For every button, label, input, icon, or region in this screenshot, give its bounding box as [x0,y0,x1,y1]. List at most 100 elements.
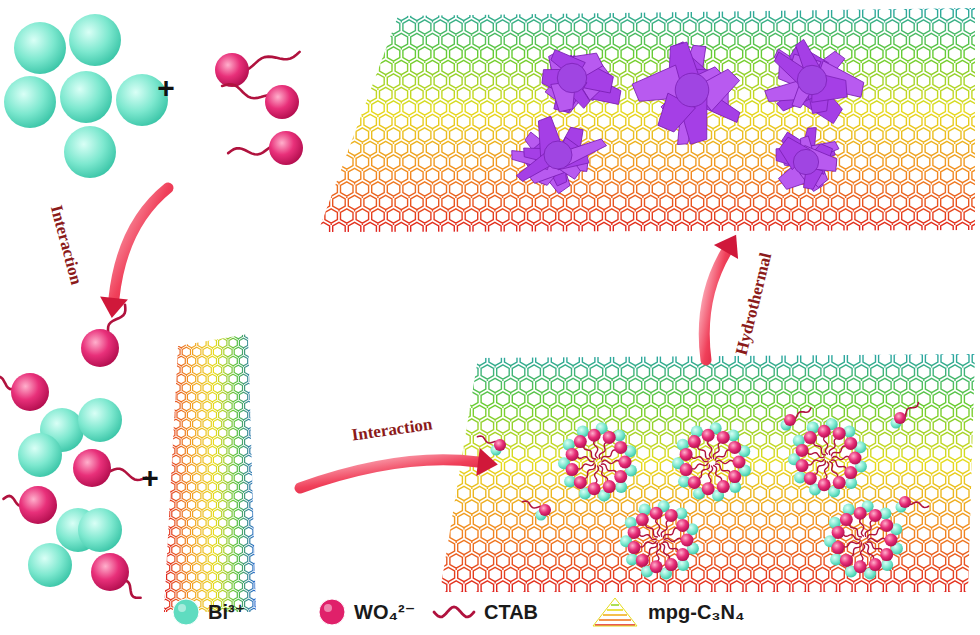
tungstate-ion [269,131,303,165]
tungstate-ion [676,548,689,561]
legend-triangle [593,598,637,626]
tungstate-ion [539,504,551,516]
legend-stripe [607,609,623,611]
tungstate-ion [894,412,906,424]
process-arrow [704,235,738,360]
ctab-tail [867,528,882,538]
tungstate-ion [681,534,694,547]
ctab-tail [715,464,730,474]
tungstate-ion [804,431,817,444]
tungstate-ion [665,558,678,571]
ctab-tail [584,465,596,479]
ctab-tail [814,441,826,455]
tungstate-ion [733,456,746,469]
c3n4-sheet-bottom [419,338,980,635]
tungstate-ion [702,482,715,495]
tungstate-ion [566,463,579,476]
flower-core [544,141,572,169]
bi-wo4-ctab-complex [0,305,146,598]
tungstate-ion [619,456,632,469]
ctab-tail [843,541,860,547]
legend-highlight [178,604,186,612]
legend-text: CTAB [484,601,538,624]
bi-ion [64,126,116,178]
tungstate-ion [717,480,730,493]
tungstate-ion [849,452,862,465]
legend-text: Bi³⁺ [208,600,245,624]
step-label-text: Interaction [350,414,433,444]
tungstate-ion [688,435,701,448]
flower-core [675,73,709,107]
flower-core [797,65,826,94]
tungstate-ion [494,439,506,451]
ctab-tail [601,450,616,460]
tungstate-ion [650,560,663,573]
tungstate-ion [81,329,119,367]
legend-text: WO₄²⁻ [354,600,415,624]
heptazine-network [419,338,980,635]
tungstate-ion [804,472,817,485]
tungstate-ion [840,554,853,567]
legend-highlight [324,604,332,612]
legend-entry: mpg-C₃N₄ [590,596,745,628]
tungstate-ion [880,548,893,561]
step-label-text: Interaction [47,203,86,286]
bi-ion [69,14,121,66]
bi-ion [28,543,72,587]
legend-stripe [611,604,619,606]
tungstate-ion [680,463,693,476]
ctab-tail [716,460,734,463]
bi-ion [78,398,122,442]
tungstate-ion [676,519,689,532]
tungstate-ion [833,427,846,440]
flower-core [557,63,586,92]
tungstate-ion [796,444,809,457]
bi2wo6-flower [510,115,608,196]
ctab-tail [594,440,598,458]
ctab-tail [434,607,474,617]
ctab-tail [656,518,660,536]
tungstate-ion [680,448,693,461]
tungstate-ion [844,437,857,450]
legend-entry: WO₄²⁻ [318,596,415,628]
ctab-tail [662,544,670,560]
bi2wo6-flower [764,38,868,128]
tungstate-ion [19,486,57,524]
ctab-tail [824,436,828,454]
tungstate-ion [854,560,867,573]
ctab-tail [850,543,862,557]
tungstate-ion [728,470,741,483]
tungstate-ion [628,526,641,539]
tungstate-ion [574,435,587,448]
ctab-tail [867,542,882,552]
tungstate-ion [869,558,882,571]
tungstate-ion [588,429,601,442]
tungstate-ion [265,85,299,119]
tungstate-ion [869,509,882,522]
tungstate-ion [73,449,111,487]
arrow-shaft [704,252,726,360]
step-label: Interaction [46,203,86,287]
tungstate-ion [832,541,845,554]
ctab-tail [850,523,862,537]
ctab-tail [646,543,658,557]
c3n4-stack [146,320,295,635]
legend-swatch [172,598,200,626]
legend-sphere [173,599,199,625]
tungstate-ion [603,431,616,444]
ctab-tail [691,463,708,469]
bi2wo6-flower [630,41,744,147]
tungstate-ion [885,534,898,547]
ctab-micelle [824,500,903,579]
tungstate-ion [818,478,831,491]
ctab-tail [831,460,846,470]
tungstate-ion [796,459,809,472]
ctab-tail [832,456,850,459]
ctab-tail [639,541,656,547]
ctab-tail [715,450,730,460]
tungstate-ion [588,482,601,495]
tungstate-ion [574,476,587,489]
tungstate-ion [840,513,853,526]
